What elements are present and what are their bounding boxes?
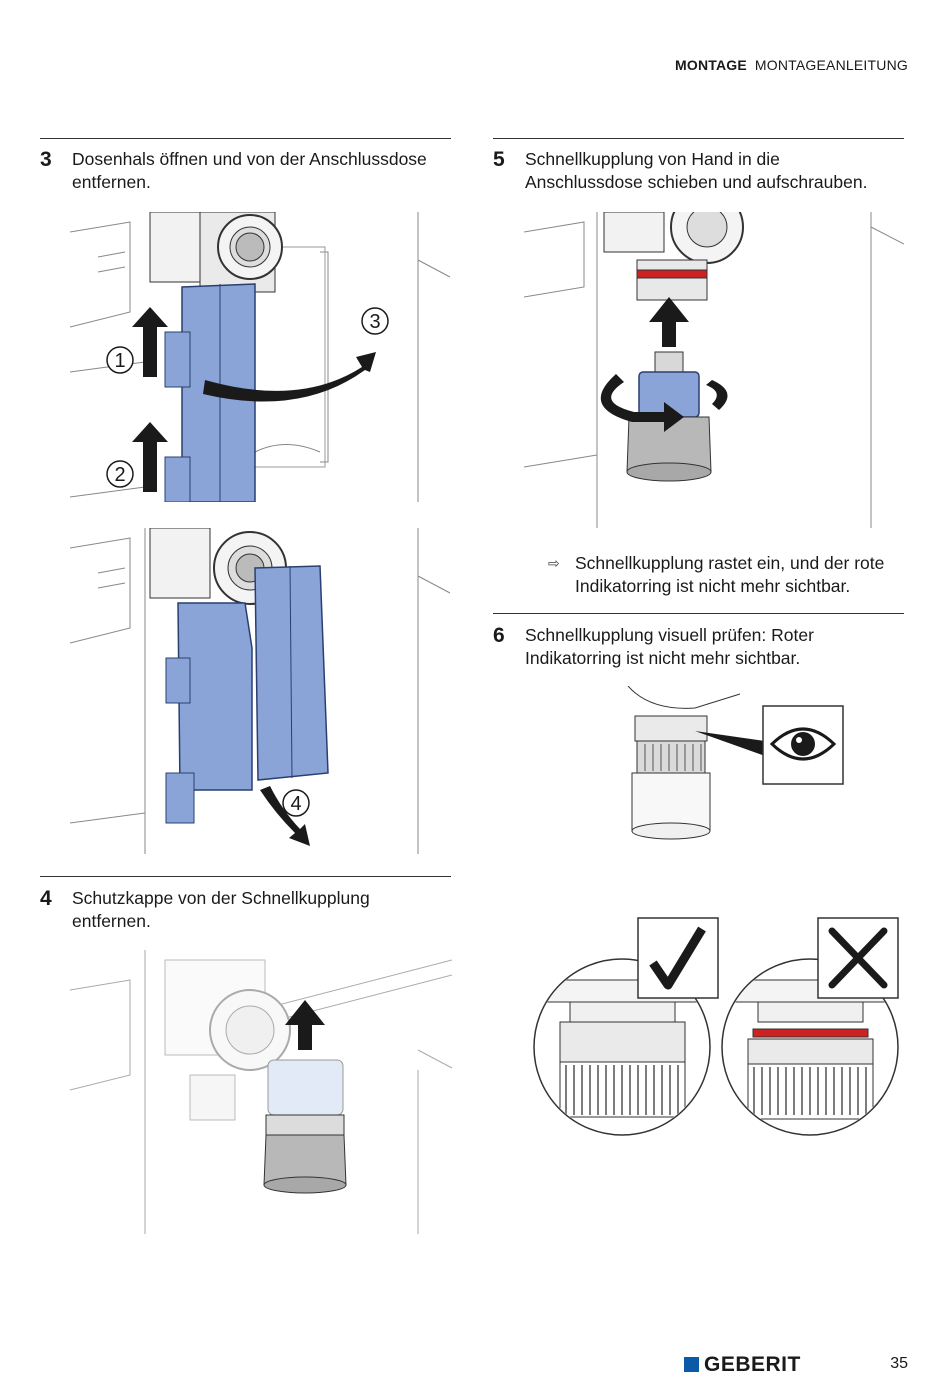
arrow-right-outline-icon: ⇨ (548, 555, 560, 571)
callout-1: 1 (114, 350, 125, 372)
step-number: 4 (40, 887, 52, 910)
step-number: 6 (493, 624, 505, 647)
result-text-line: Indikatorring ist nicht mehr sichtbar. (575, 576, 851, 596)
logo-wordmark: GEBERIT (704, 1353, 801, 1376)
step-number: 3 (40, 148, 52, 171)
step-text: Dosenhals öffnen und von der Anschlussdo… (72, 148, 427, 194)
geberit-logo: GEBERIT (684, 1354, 801, 1375)
cross-icon (828, 927, 888, 989)
figure-step-5-mount-coupling (524, 212, 904, 528)
divider-step-5 (493, 138, 904, 139)
figure-step-3-remove-neck: 4 (70, 528, 450, 854)
figure-step-6-comparison (533, 917, 899, 1136)
result-text-line: Schnellkupplung rastet ein, und der rote (575, 553, 885, 573)
step-text-line: Dosenhals öffnen und von der Anschlussdo… (72, 149, 427, 169)
step-text-line: entfernen. (72, 172, 151, 192)
callout-3: 3 (369, 311, 380, 333)
step-text-line: Anschlussdose schieben und aufschrauben. (525, 172, 868, 192)
header-section: MONTAGE (675, 57, 747, 73)
callout-4: 4 (290, 793, 301, 815)
step-text: Schnellkupplung von Hand in die Anschlus… (525, 148, 867, 194)
step-text-line: Schutzkappe von der Schnellkupplung (72, 888, 370, 908)
check-icon (649, 926, 706, 990)
step-text: Schutzkappe von der Schnellkupplung entf… (72, 887, 370, 933)
comparison-wrong (721, 917, 899, 1136)
divider-step-4 (40, 876, 451, 877)
step-text-line: Indikatorring ist nicht mehr sichtbar. (525, 648, 801, 668)
step-number: 5 (493, 148, 505, 171)
step-text: Schnellkupplung visuell prüfen: Roter In… (525, 624, 814, 670)
figure-step-4-remove-cap (70, 950, 452, 1234)
result-text: Schnellkupplung rastet ein, und der rote… (575, 552, 884, 598)
logo-square-icon (684, 1357, 699, 1372)
header-subtitle: MONTAGEANLEITUNG (754, 57, 908, 73)
step-text-line: entfernen. (72, 911, 151, 931)
divider-step-3 (40, 138, 451, 139)
step-text-line: Schnellkupplung von Hand in die (525, 149, 780, 169)
figure-step-6-visual-check (627, 686, 844, 840)
divider-step-6 (493, 613, 904, 614)
figure-step-3-open-neck: 1 2 3 (70, 212, 450, 502)
page-number: 35 (890, 1355, 908, 1372)
callout-2: 2 (114, 464, 125, 486)
comparison-correct (533, 917, 719, 1136)
eye-icon (769, 727, 837, 761)
page-header: MONTAGE MONTAGEANLEITUNG (675, 57, 908, 73)
step-text-line: Schnellkupplung visuell prüfen: Roter (525, 625, 814, 645)
